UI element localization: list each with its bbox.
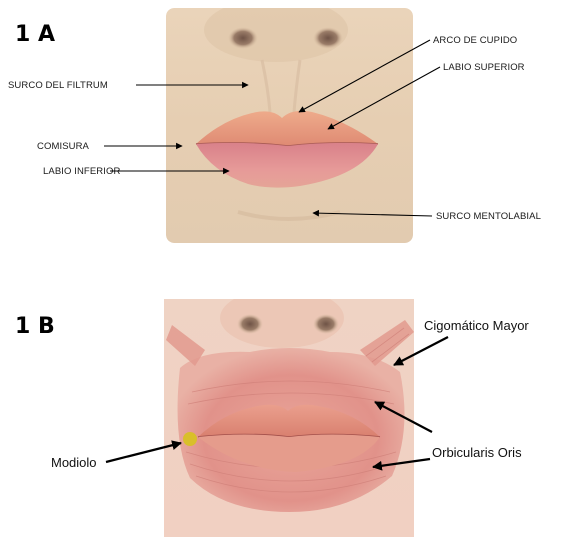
panel-1a-photo bbox=[166, 0, 413, 243]
right-nostril-1b bbox=[313, 314, 339, 334]
label-surco-mentolabial: SURCO MENTOLABIAL bbox=[436, 211, 541, 222]
left-nostril bbox=[228, 27, 258, 49]
panel-label-1b: 1 B bbox=[15, 314, 55, 339]
left-nostril-1b bbox=[237, 314, 263, 334]
modiolo-marker bbox=[183, 432, 197, 446]
label-modiolo: Modiolo bbox=[51, 455, 97, 470]
label-labio-inferior: LABIO INFERIOR bbox=[43, 166, 120, 177]
label-labio-superior: LABIO SUPERIOR bbox=[443, 62, 525, 73]
label-arco-cupido: ARCO DE CUPIDO bbox=[433, 35, 517, 46]
right-nostril bbox=[313, 27, 343, 49]
label-surco-filtrum: SURCO DEL FILTRUM bbox=[8, 80, 108, 91]
label-comisura: COMISURA bbox=[37, 141, 90, 152]
panel-label-1a: 1 A bbox=[15, 22, 55, 47]
label-orbicularis-oris: Orbicularis Oris bbox=[432, 445, 522, 460]
label-cigomatico-mayor: Cigomático Mayor bbox=[424, 318, 529, 333]
panel-1b-illustration bbox=[164, 288, 414, 537]
